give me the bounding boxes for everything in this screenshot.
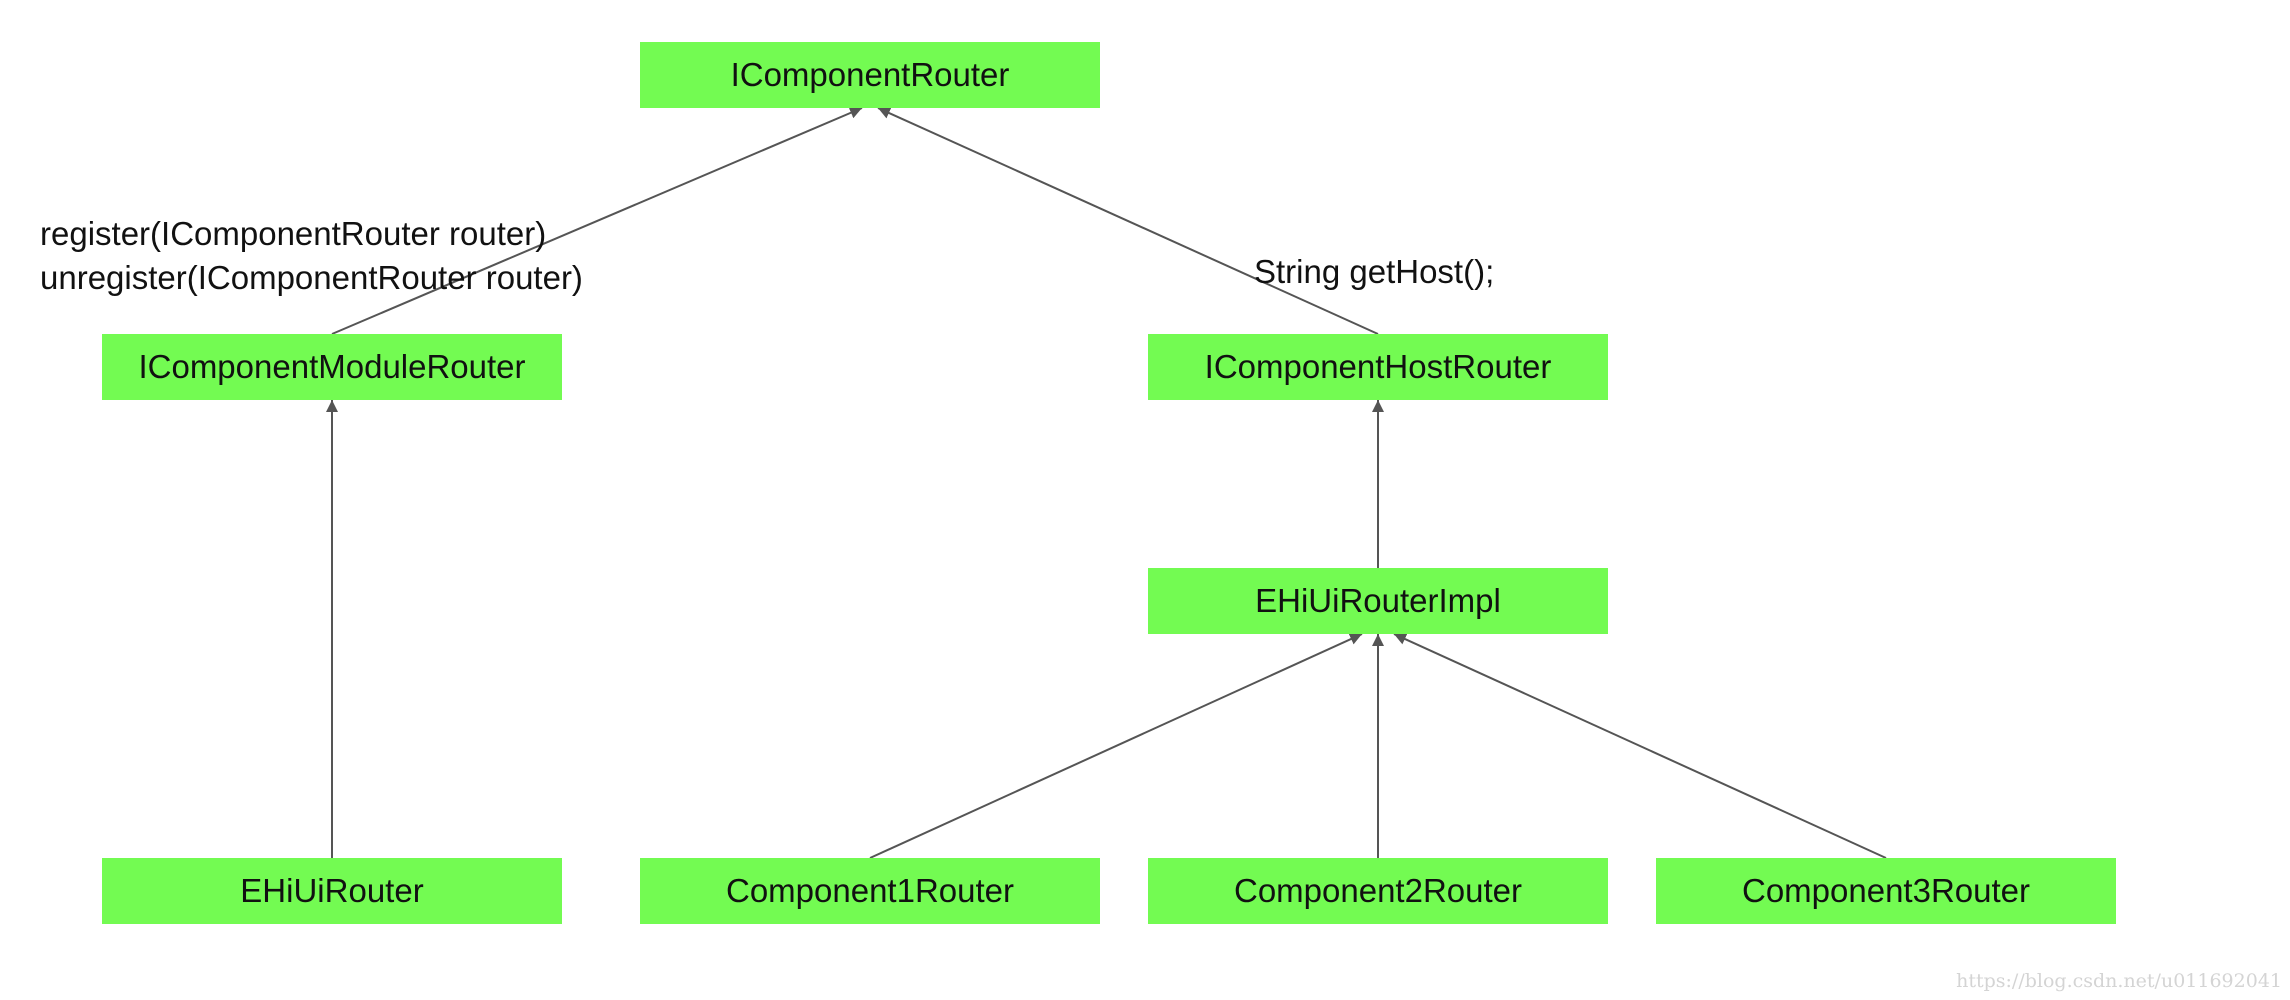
- node-ehiui-router: EHiUiRouter: [102, 858, 562, 924]
- watermark-url: https://blog.csdn.net/u011692041: [1956, 970, 2282, 992]
- node-component3-router: Component3Router: [1656, 858, 2116, 924]
- node-component2-router: Component2Router: [1148, 858, 1608, 924]
- register-method-label: register(IComponentRouter router): [40, 215, 547, 252]
- module-router-methods-note: register(IComponentRouter router) unregi…: [40, 212, 583, 300]
- edge-icomponent-host-router-to-icomponent-router: [877, 107, 1379, 335]
- node-component1-router: Component1Router: [640, 858, 1100, 924]
- node-icomponent-module-router: IComponentModuleRouter: [102, 334, 562, 400]
- edge-icomponent-module-router-to-icomponent-router: [331, 107, 863, 335]
- edge-component1-router-to-ehiui-router-impl: [869, 633, 1363, 859]
- host-router-method-note: String getHost();: [1254, 253, 1495, 290]
- node-ehiui-router-impl: EHiUiRouterImpl: [1148, 568, 1608, 634]
- node-icomponent-router: IComponentRouter: [640, 42, 1100, 108]
- unregister-method-label: unregister(IComponentRouter router): [40, 259, 583, 296]
- edge-component3-router-to-ehiui-router-impl: [1393, 633, 1887, 859]
- node-icomponent-host-router: IComponentHostRouter: [1148, 334, 1608, 400]
